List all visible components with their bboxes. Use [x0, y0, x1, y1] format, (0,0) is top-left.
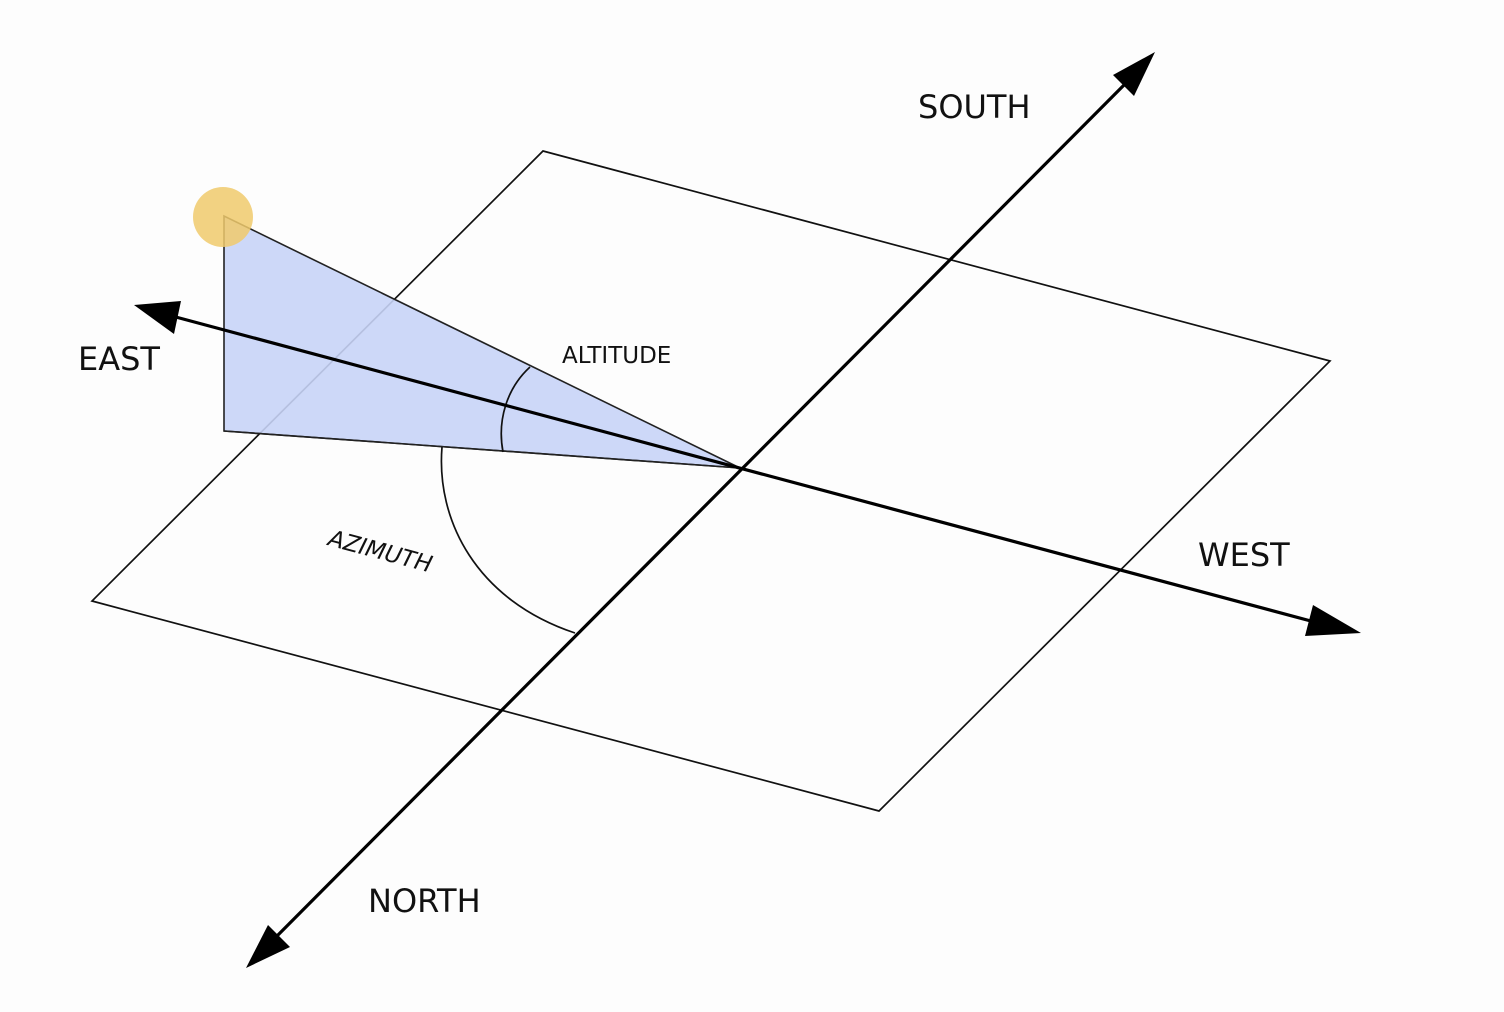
north-label: NORTH	[368, 882, 481, 920]
south-label: SOUTH	[918, 88, 1031, 126]
azimuth-ray	[223, 430, 741, 469]
east-arrowhead	[134, 301, 181, 334]
south-arrowhead	[1113, 52, 1155, 96]
sun-wedge	[223, 214, 741, 469]
altitude-label: ALTITUDE	[562, 343, 671, 369]
west-arrowhead	[1305, 605, 1361, 636]
horizon-plane	[90, 150, 1332, 812]
azimuth-label: AZIMUTH	[324, 525, 435, 578]
east-label: EAST	[78, 340, 160, 378]
azimuth-arc	[440, 446, 576, 634]
west-label: WEST	[1198, 536, 1290, 574]
north-south-axis	[273, 80, 1129, 940]
east-west-axis	[171, 314, 1323, 626]
sun-icon	[193, 187, 253, 247]
north-arrowhead	[246, 925, 290, 968]
